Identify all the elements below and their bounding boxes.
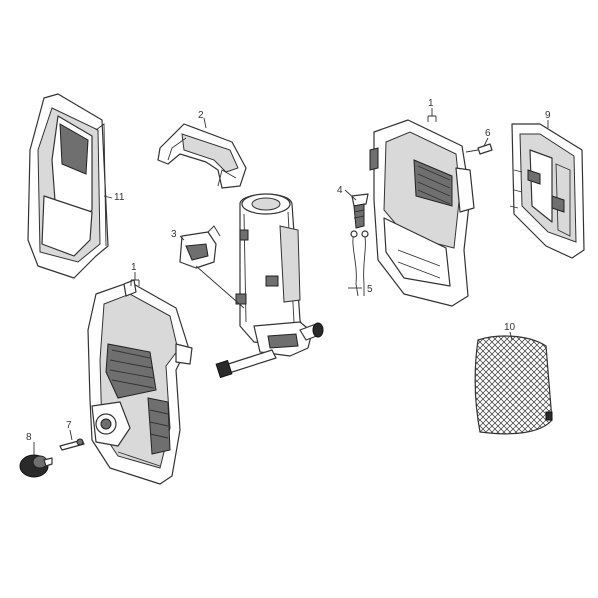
part-5-hose [350, 230, 369, 297]
callout-9: 9 [545, 110, 551, 121]
part-11-front-cover [27, 93, 109, 279]
part-1-main-housing [87, 279, 193, 485]
callout-11: 11 [114, 192, 125, 203]
callout-8: 8 [26, 432, 32, 443]
part-8-knob [19, 454, 53, 478]
part-9-inner-frame [509, 123, 585, 259]
callout-4: 4 [337, 185, 343, 196]
part-1-rear-housing [369, 119, 475, 307]
callout-6: 6 [485, 128, 491, 139]
pump-motor-assembly [215, 193, 324, 379]
callout-2: 2 [198, 110, 204, 121]
part-7-pin [59, 438, 85, 451]
callout-1-rear-housing: 1 [428, 98, 434, 109]
callout-3: 3 [171, 229, 177, 240]
callout-5: 5 [367, 284, 373, 295]
leader-lines [33, 108, 549, 455]
part-3-switch [179, 225, 221, 269]
part-2-handle [157, 123, 247, 189]
callout-7: 7 [66, 420, 72, 431]
callout-1-main-housing: 1 [131, 262, 137, 273]
part-6-screw [465, 143, 493, 155]
part-4-plug [351, 193, 369, 229]
part-10-filter-mesh [474, 335, 553, 435]
callout-10: 10 [504, 322, 516, 333]
